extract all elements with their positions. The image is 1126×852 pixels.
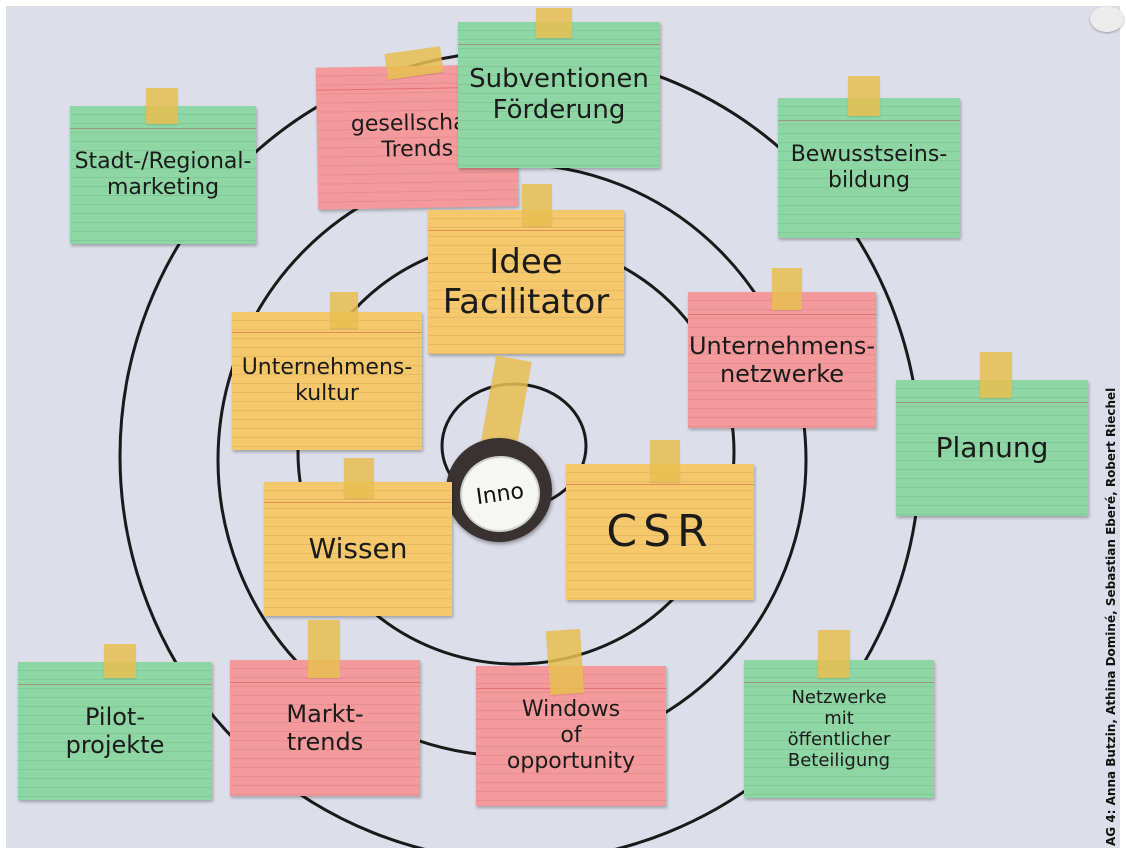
tape (650, 440, 680, 482)
card-idee-facilitator: Idee Facilitator (428, 210, 624, 354)
tape (146, 88, 178, 124)
card-stadt-regionalmarketing: Stadt-/Regional- marketing (70, 106, 256, 244)
card-wissen: Wissen (264, 482, 452, 616)
tape (536, 8, 572, 38)
card-pilotprojekte: Pilot- projekte (18, 662, 212, 800)
tape (104, 644, 136, 678)
tape (330, 292, 358, 328)
center-label: Inno (455, 450, 545, 538)
pushpin (1090, 6, 1124, 32)
tape (772, 268, 802, 310)
card-unternehmenskultur: Unternehmens- kultur (232, 312, 422, 450)
tape (522, 184, 552, 226)
card-subventionen-foerderung: Subventionen Förderung (458, 22, 660, 168)
card-bewusstseinsbildung: Bewusstseins- bildung (778, 98, 960, 238)
tape (545, 628, 585, 696)
card-netzwerke-oeffentliche-beteiligung: Netzwerke mit öffentlicher Beteiligung (744, 660, 934, 798)
tape (818, 630, 850, 678)
center-hub: Inno (446, 438, 552, 542)
tape (344, 458, 374, 498)
poster-board: gesellschaft Trends Subventionen Förderu… (6, 6, 1120, 848)
tape (308, 620, 340, 678)
credit-text: AG 4: Anna Butzin, Athina Dominé, Sebast… (1104, 387, 1118, 846)
tape (848, 76, 880, 116)
card-unternehmensnetzwerke: Unternehmens- netzwerke (688, 292, 876, 428)
card-csr: CSR (566, 464, 754, 600)
card-markttrends: Markt- trends (230, 660, 420, 796)
tape (980, 352, 1012, 398)
card-planung: Planung (896, 380, 1088, 516)
